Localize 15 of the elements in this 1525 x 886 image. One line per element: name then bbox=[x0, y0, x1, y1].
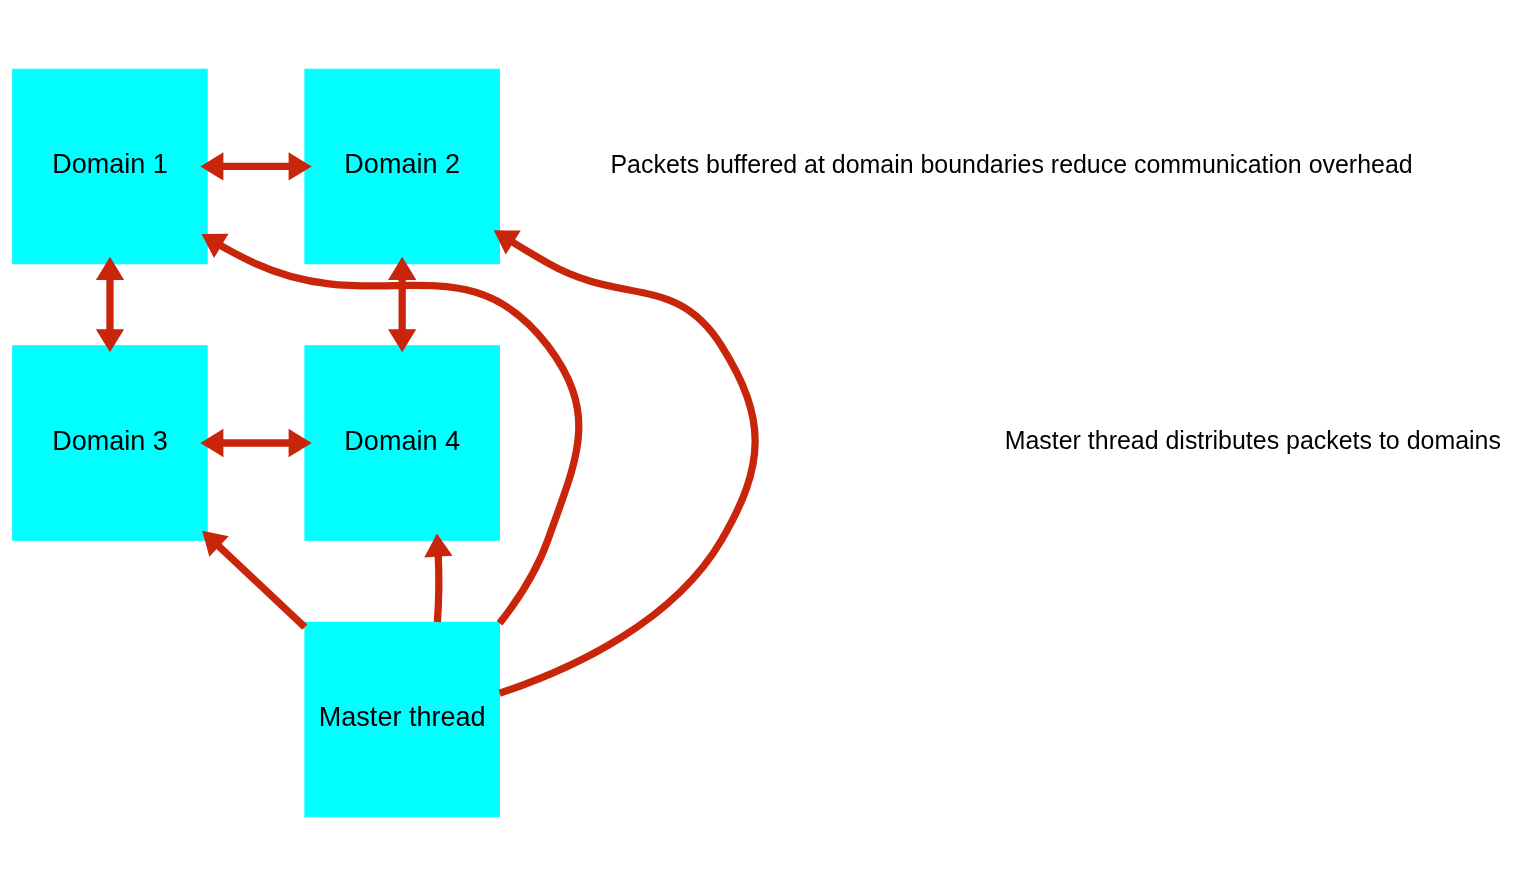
arrow bbox=[493, 230, 759, 697]
node-box: Domain 1 bbox=[12, 68, 208, 265]
arrow bbox=[201, 233, 583, 626]
arrow bbox=[202, 530, 308, 630]
arrow bbox=[200, 152, 312, 181]
node-box: Master thread bbox=[304, 621, 500, 818]
label: Packets buffered at domain boundaries reduce communication overhead bbox=[610, 149, 1413, 178]
node-box: Domain 4 bbox=[304, 345, 500, 541]
arrow bbox=[95, 256, 125, 353]
arrow bbox=[200, 428, 312, 458]
label: Master thread distributes packets to domains bbox=[1004, 426, 1501, 455]
node-box: Domain 3 bbox=[12, 345, 208, 541]
arrow bbox=[424, 533, 453, 623]
node-box: Domain 2 bbox=[304, 68, 500, 265]
arrow bbox=[388, 256, 417, 353]
